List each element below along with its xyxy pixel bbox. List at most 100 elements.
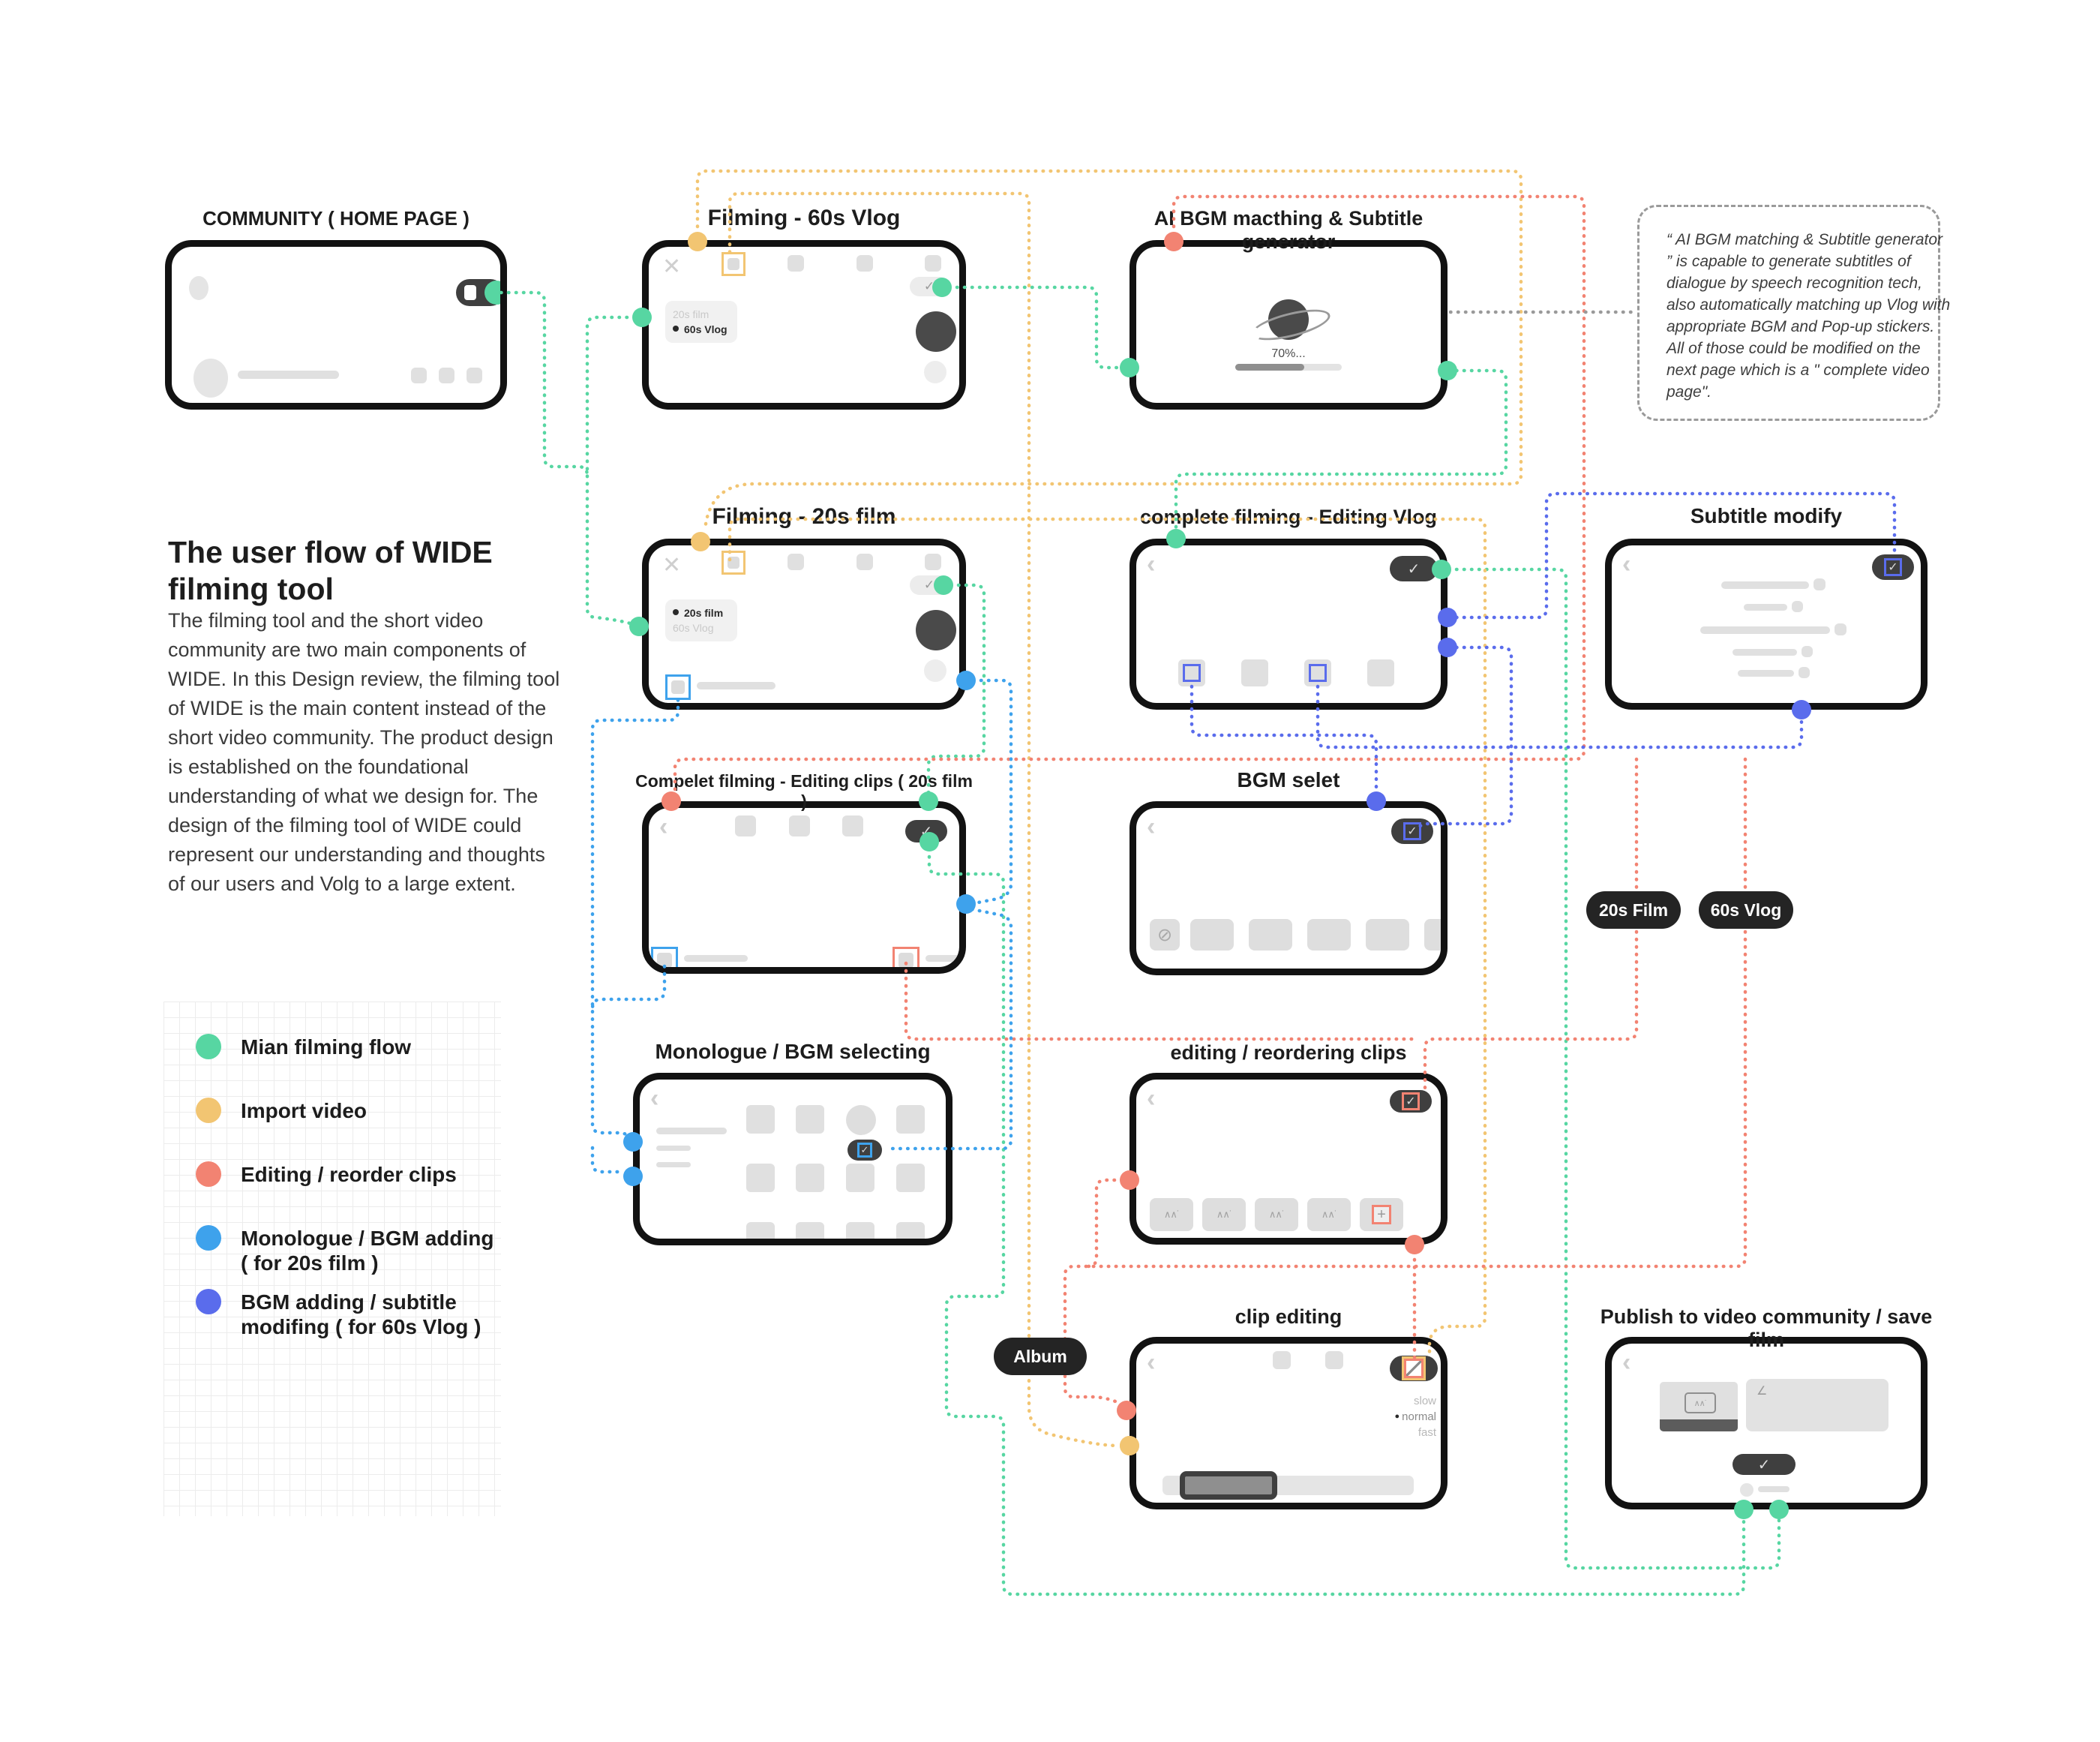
back-chevron-icon[interactable]: ‹ — [1622, 550, 1631, 578]
mode-option-60s[interactable]: 60s Vlog — [673, 323, 730, 335]
monologue-check-icon[interactable]: ✓ — [857, 1143, 872, 1158]
import-video-icon[interactable] — [722, 551, 746, 575]
clip-tile[interactable]: ∧∧˙ — [1255, 1198, 1298, 1231]
media-tile[interactable] — [896, 1164, 925, 1192]
back-chevron-icon[interactable]: ‹ — [659, 812, 668, 841]
tag-button-20s-film[interactable]: 20s Film — [1586, 891, 1681, 929]
tag-button-60s-vlog[interactable]: 60s Vlog — [1699, 891, 1793, 929]
selected-sticker-icon[interactable] — [1183, 664, 1201, 682]
toolbar-icon[interactable] — [1273, 1351, 1291, 1369]
done-check-pill[interactable]: ✓ — [1872, 554, 1914, 580]
subtitle-edit-handle[interactable] — [1802, 646, 1813, 657]
done-check-pill[interactable]: ✓ — [905, 820, 947, 842]
monologue-clip-icon[interactable] — [665, 674, 691, 700]
done-check-pill[interactable]: ✓ — [1390, 556, 1438, 581]
confirm-check-pill[interactable]: ✓ — [910, 575, 949, 595]
back-chevron-icon[interactable]: ‹ — [1147, 812, 1156, 841]
album-button[interactable]: Album — [994, 1338, 1087, 1375]
gallery-button[interactable] — [924, 659, 946, 682]
subtitle-line[interactable] — [1700, 626, 1830, 634]
media-tile[interactable] — [796, 1105, 824, 1134]
selected-sticker-icon[interactable] — [1309, 664, 1327, 682]
media-tile[interactable] — [796, 1164, 824, 1192]
close-icon[interactable]: ✕ — [662, 553, 682, 578]
back-chevron-icon[interactable]: ‹ — [1147, 550, 1156, 578]
sticker-slot[interactable] — [1367, 659, 1394, 686]
cover-thumbnail[interactable]: ∧∧˙ — [1660, 1382, 1738, 1431]
sticker-slot[interactable] — [1304, 659, 1331, 686]
toolbar-icon[interactable] — [1325, 1351, 1343, 1369]
subtitle-edit-handle[interactable] — [1798, 667, 1810, 678]
subtitle-line[interactable] — [1732, 649, 1797, 656]
media-tile[interactable] — [746, 1105, 775, 1134]
add-clip-icon[interactable]: + — [1372, 1205, 1391, 1224]
back-chevron-icon[interactable]: ‹ — [1147, 1348, 1156, 1377]
back-chevron-icon[interactable]: ‹ — [1622, 1348, 1631, 1377]
toggle-knob[interactable] — [484, 281, 500, 305]
add-clip-tile[interactable]: + — [1360, 1198, 1403, 1231]
media-tile-circle[interactable] — [846, 1105, 876, 1135]
mode-selector[interactable]: 20s film 60s Vlog — [665, 301, 737, 343]
bgm-tile[interactable] — [1249, 919, 1292, 951]
bgm-tile[interactable] — [1424, 919, 1441, 951]
speed-normal[interactable]: ● normal — [1394, 1410, 1436, 1423]
record-button[interactable] — [916, 311, 956, 352]
media-tile[interactable] — [746, 1164, 775, 1192]
mode-option-20s[interactable]: 20s film — [673, 607, 730, 619]
done-check-pill[interactable]: ✓ — [1390, 1090, 1432, 1113]
timeline-selected-clip[interactable] — [1180, 1471, 1277, 1500]
gallery-button[interactable] — [924, 361, 946, 383]
camera-option-icon[interactable] — [925, 255, 941, 272]
subtitle-line[interactable] — [1738, 670, 1794, 677]
filming-toggle[interactable] — [456, 279, 500, 306]
subtitle-line[interactable] — [1744, 604, 1787, 611]
clip-tile[interactable]: ∧∧˙ — [1150, 1198, 1193, 1231]
bgm-tile[interactable] — [1366, 919, 1409, 951]
selected-pill[interactable]: ✓ — [848, 1140, 882, 1161]
subtitle-edit-handle[interactable] — [1834, 623, 1846, 635]
speed-selector[interactable]: slow ● normal fast — [1375, 1393, 1436, 1440]
subtitle-line[interactable] — [1721, 581, 1809, 589]
bgm-check-icon[interactable]: ✓ — [1403, 822, 1421, 840]
back-chevron-icon[interactable]: ‹ — [650, 1084, 659, 1113]
bgm-tile[interactable] — [1307, 919, 1351, 951]
publish-check-pill[interactable]: ✓ — [1732, 1454, 1796, 1475]
subtitle-edit-handle[interactable] — [1814, 578, 1826, 590]
toolbar-icon[interactable] — [789, 815, 810, 836]
done-check-pill[interactable] — [1390, 1356, 1438, 1381]
camera-option-icon[interactable] — [788, 554, 804, 570]
media-tile[interactable] — [746, 1222, 775, 1239]
mode-option-20s[interactable]: 20s film — [673, 308, 710, 320]
clip-tile[interactable]: ∧∧˙ — [1202, 1198, 1246, 1231]
no-bgm-tile[interactable]: ⊘ — [1150, 919, 1180, 951]
toolbar-icon[interactable] — [842, 815, 863, 836]
camera-option-icon[interactable] — [856, 554, 873, 570]
media-tile[interactable] — [796, 1222, 824, 1239]
mode-option-60s[interactable]: 60s Vlog — [673, 622, 714, 634]
back-chevron-icon[interactable]: ‹ — [1147, 1084, 1156, 1113]
media-tile[interactable] — [846, 1164, 874, 1192]
reorder-clip-icon[interactable] — [892, 947, 920, 967]
done-check-pill[interactable]: ✓ — [1391, 818, 1433, 844]
camera-option-icon[interactable] — [788, 255, 804, 272]
speed-slow[interactable]: slow — [1413, 1395, 1436, 1407]
action-icon-placeholder[interactable] — [411, 368, 427, 383]
mode-selector[interactable]: 20s film 60s Vlog — [665, 599, 737, 641]
camera-option-icon[interactable] — [856, 255, 873, 272]
media-tile[interactable] — [846, 1222, 874, 1239]
sticker-slot[interactable] — [1241, 659, 1268, 686]
media-tile[interactable] — [896, 1105, 925, 1134]
subtitle-edit-handle[interactable] — [1792, 601, 1803, 612]
clip-edit-icon[interactable] — [1402, 1356, 1426, 1380]
media-tile[interactable] — [896, 1222, 925, 1239]
camera-option-icon[interactable] — [925, 554, 941, 570]
bgm-tile[interactable] — [1190, 919, 1234, 951]
caption-input[interactable]: ∠ — [1746, 1379, 1888, 1431]
confirm-check-pill[interactable]: ✓ — [910, 277, 949, 296]
save-option-dot[interactable] — [1740, 1483, 1754, 1497]
reorder-check-icon[interactable]: ✓ — [1402, 1092, 1420, 1110]
action-icon-placeholder[interactable] — [439, 368, 454, 383]
import-video-icon[interactable] — [722, 252, 746, 276]
clip-tile[interactable]: ∧∧˙ — [1307, 1198, 1351, 1231]
action-icon-placeholder[interactable] — [466, 368, 482, 383]
